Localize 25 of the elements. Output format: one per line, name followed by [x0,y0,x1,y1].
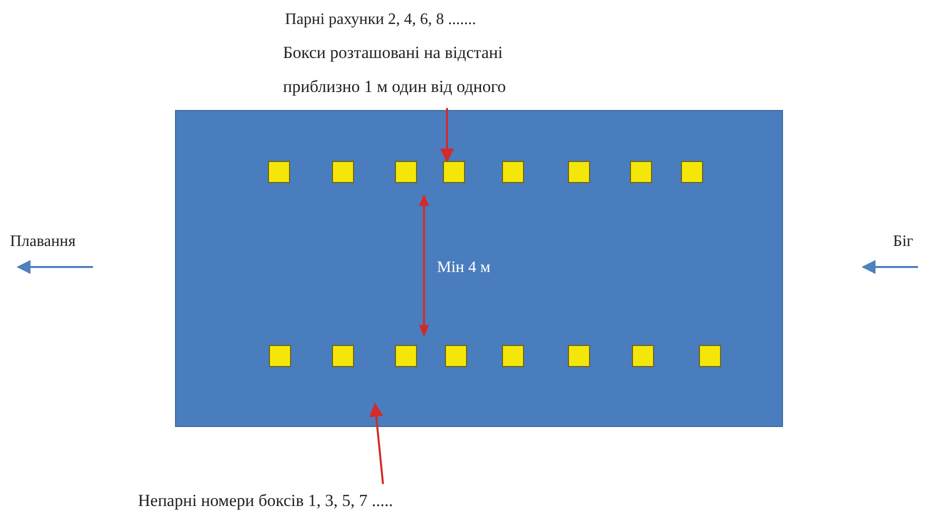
heading-text: Парні рахунки 2, 4, 6, 8 ....... [285,10,478,30]
box-marker [395,161,417,183]
box-marker [268,161,290,183]
box-marker [568,345,590,367]
box-marker [502,161,524,183]
box-marker [332,161,354,183]
box-marker [395,345,417,367]
box-marker [681,161,703,183]
box-marker [269,345,291,367]
annotation-text: Непарні номери боксів 1, 3, 5, 7 ..... [138,484,578,510]
direction-label: Плавання [10,232,77,252]
leader-arrow [440,108,454,162]
box-marker [632,345,654,367]
box-marker [445,345,467,367]
leader-arrow [369,402,384,484]
box-marker [630,161,652,183]
direction-label: Біг [893,232,914,252]
dimension-label: Мін 4 м [437,258,492,278]
box-marker [568,161,590,183]
annotation-text: Бокси розташовані на відстані приблизно 1 м один від одного [283,36,573,108]
box-marker [699,345,721,367]
box-marker [443,161,465,183]
box-marker [332,345,354,367]
box-marker [502,345,524,367]
area-background [175,110,783,427]
